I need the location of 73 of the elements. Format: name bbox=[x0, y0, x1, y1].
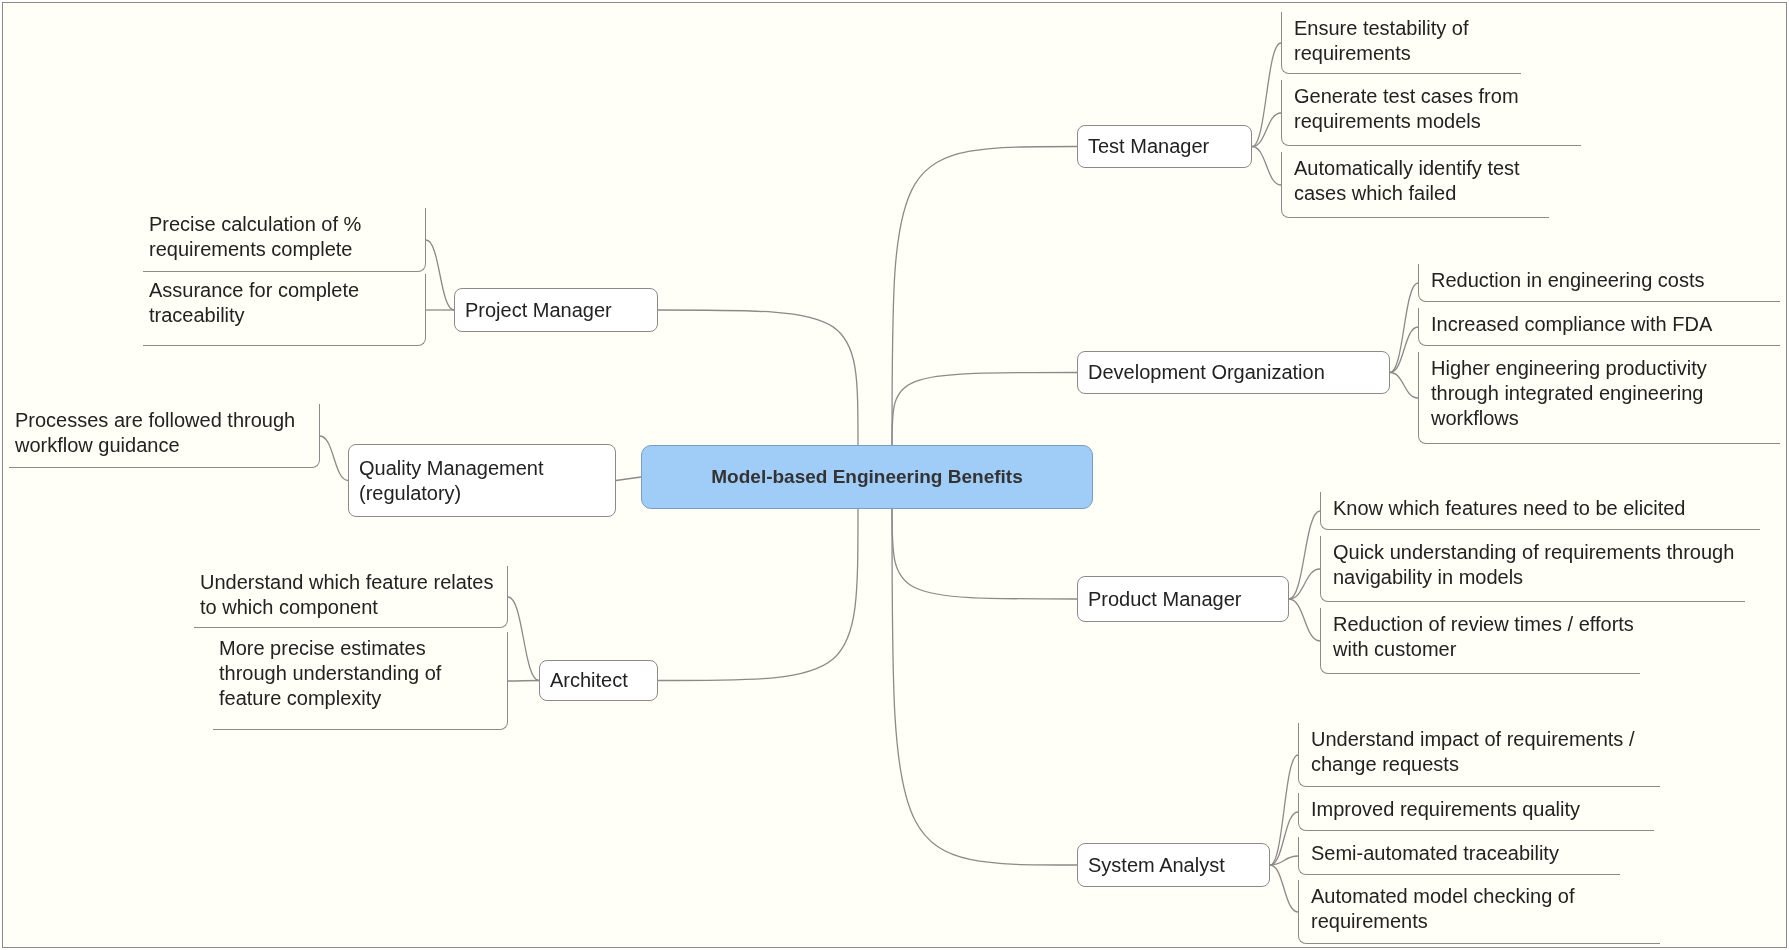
topic-label: Project Manager bbox=[465, 297, 612, 323]
connector-line bbox=[1288, 510, 1321, 600]
bracketed-note bbox=[1320, 536, 1745, 602]
bracketed-note bbox=[1298, 793, 1654, 831]
connector-line bbox=[1251, 42, 1282, 148]
connector-line bbox=[425, 239, 455, 311]
connector-line bbox=[657, 309, 859, 446]
bracketed-note bbox=[1281, 80, 1581, 146]
topic-label: Development Organization bbox=[1088, 360, 1325, 385]
bracketed-note bbox=[1298, 723, 1660, 787]
note-text: Semi-automated traceability bbox=[1311, 842, 1559, 864]
connector-line bbox=[1269, 864, 1299, 913]
note-text: Understand impact of requirements / change requests bbox=[1311, 728, 1635, 775]
note-text: Automatically identify test cases which failed bbox=[1294, 157, 1520, 204]
note-text: Precise calculation of % requirements complete bbox=[149, 213, 362, 260]
bracketed-note bbox=[1418, 352, 1780, 444]
connector-line bbox=[1269, 754, 1299, 866]
connector-line bbox=[1389, 326, 1419, 374]
note-text: Improved requirements quality bbox=[1311, 798, 1580, 820]
note-text: Know which features need to be elicited bbox=[1333, 497, 1686, 519]
topic-box bbox=[539, 660, 658, 701]
topic-label: Test Manager bbox=[1088, 134, 1210, 159]
connector-line bbox=[425, 309, 455, 311]
topic-box bbox=[348, 444, 616, 517]
bracketed-note bbox=[213, 632, 508, 730]
connector-line bbox=[1389, 371, 1419, 399]
bracketed-note bbox=[194, 566, 508, 628]
note-text: Processes are followed through workflow guidance bbox=[15, 409, 296, 456]
note-text: Assurance for complete traceability bbox=[149, 279, 360, 326]
connector-line bbox=[657, 508, 859, 682]
topic-box bbox=[1077, 576, 1289, 622]
note-text: Higher engineering productivity through integrated engineering workflows bbox=[1431, 357, 1707, 429]
note-text: More precise estimates through understanding of feature complexity bbox=[219, 637, 442, 709]
bracketed-note bbox=[1320, 608, 1640, 674]
note-text: Ensure testability of requirements bbox=[1294, 17, 1469, 64]
connector-line bbox=[1288, 568, 1321, 600]
connector-line bbox=[319, 435, 349, 482]
bracketed-note bbox=[1418, 264, 1780, 302]
bracketed-note bbox=[143, 208, 426, 272]
connector-line bbox=[507, 596, 540, 682]
bracketed-note bbox=[1281, 12, 1521, 74]
bracketed-note bbox=[1418, 308, 1780, 346]
topic-label: Architect bbox=[550, 668, 628, 693]
note-text: Automated model checking of requirements bbox=[1311, 885, 1575, 932]
bracketed-note bbox=[143, 274, 426, 346]
note-text: Quick understanding of requirements through navigability in models bbox=[1333, 541, 1735, 588]
connector-line bbox=[1288, 598, 1321, 642]
topic-label: Product Manager bbox=[1088, 586, 1242, 612]
topic-box bbox=[1077, 351, 1390, 394]
connector-line bbox=[1251, 112, 1282, 148]
note-text: Reduction of review times / efforts with customer bbox=[1333, 613, 1634, 660]
note-text: Increased compliance with FDA bbox=[1431, 313, 1713, 335]
note-text: Reduction in engineering costs bbox=[1431, 269, 1705, 291]
bracketed-note bbox=[1298, 837, 1620, 875]
connector-line bbox=[891, 371, 1078, 446]
note-text: Generate test cases from requirements models bbox=[1294, 85, 1519, 132]
connector-line bbox=[507, 679, 540, 682]
topic-box bbox=[1077, 843, 1270, 887]
connector-line bbox=[615, 476, 642, 482]
topic-box bbox=[454, 288, 658, 332]
bracketed-note bbox=[9, 404, 320, 468]
topic-box bbox=[1077, 125, 1252, 168]
central-topic-box bbox=[641, 445, 1093, 509]
note-text: Understand which feature relates to which component bbox=[200, 571, 494, 618]
bracketed-note bbox=[1298, 880, 1660, 944]
connector-line bbox=[1251, 145, 1282, 186]
topic-label: Quality Management (regulatory) bbox=[359, 455, 545, 506]
bracketed-note bbox=[1320, 492, 1760, 530]
topic-label: System Analyst bbox=[1088, 852, 1225, 878]
connector-line bbox=[891, 508, 1078, 866]
connector-line bbox=[1389, 282, 1419, 374]
topic-title: Model-based Engineering Benefits bbox=[711, 465, 1023, 489]
bracketed-note bbox=[1281, 152, 1549, 218]
